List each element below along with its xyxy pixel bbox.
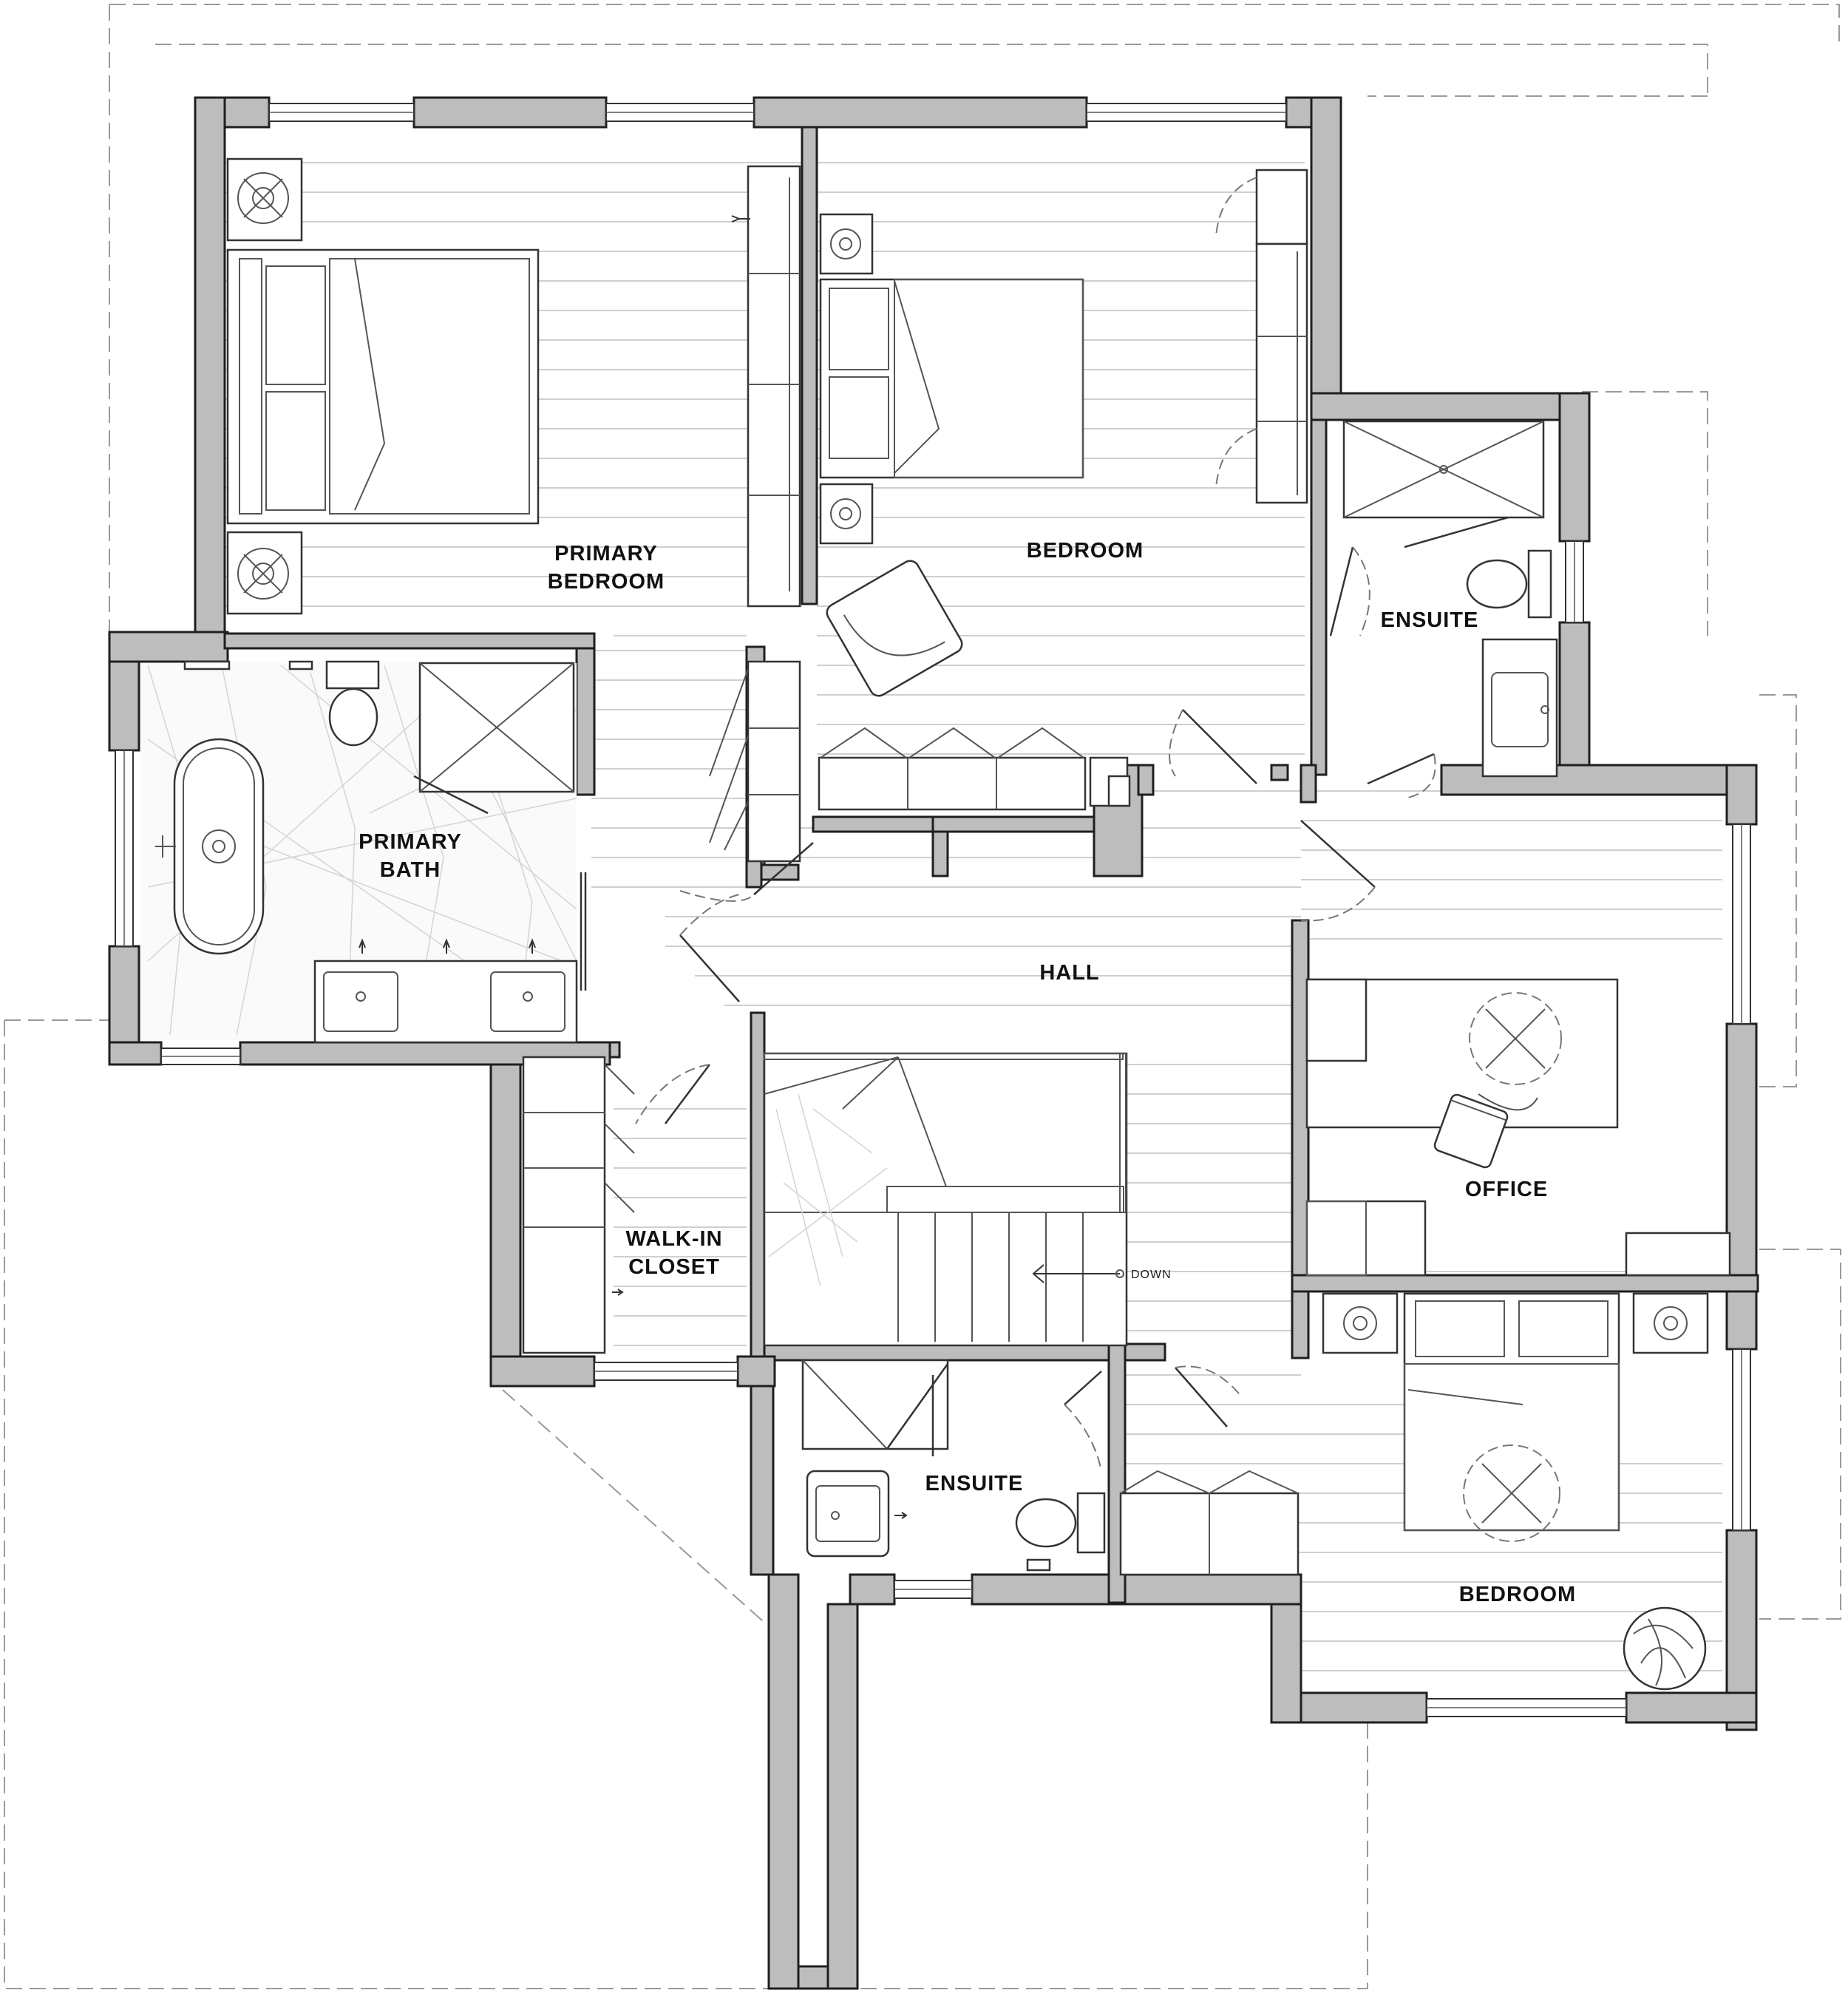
- nightstand: [819, 213, 874, 275]
- room-label-bedroom-south: BEDROOM: [1459, 1583, 1576, 1606]
- room-label-office: OFFICE: [1465, 1178, 1548, 1201]
- walk-in-closet-fixtures: [522, 1056, 635, 1354]
- wall-ensuite-west: [1310, 418, 1328, 776]
- wall-east-bedroom: [1310, 96, 1342, 395]
- room-label-primary-bedroom: PRIMARY: [554, 542, 658, 566]
- room-label-walk-in-closet-2: CLOSET: [628, 1255, 720, 1279]
- cabinet: [1625, 1232, 1731, 1277]
- toilet-tank: [1527, 549, 1552, 619]
- wall-hall-north-1: [812, 815, 948, 833]
- bedroom-south-furniture: [1119, 1292, 1709, 1691]
- wall-east-office-2: [1725, 1022, 1758, 1351]
- wall-north-2: [412, 96, 608, 129]
- pendant-light: [1469, 992, 1562, 1085]
- roof-outline: [4, 4, 1841, 1989]
- room-label-primary-bath-2: BATH: [380, 858, 441, 882]
- stair-direction-label: DOWN: [1131, 1269, 1172, 1281]
- primary-bath-fixtures: [140, 660, 587, 1044]
- room-label-hall: HALL: [1039, 961, 1099, 985]
- bed: [1403, 1292, 1620, 1532]
- room-label-bedroom-north: BEDROOM: [1027, 539, 1144, 563]
- toilet: [1466, 559, 1528, 609]
- wall-south-spine-east: [826, 1603, 859, 1990]
- wall-bath-south-1: [108, 1041, 163, 1066]
- bed: [819, 278, 1084, 479]
- closet-shelving: [522, 1056, 606, 1354]
- vanity: [806, 1470, 890, 1558]
- wall-ensuite-south-west: [849, 1573, 896, 1606]
- ensuite-south-fixtures: [801, 1359, 1106, 1572]
- wall-north-3: [753, 96, 1088, 129]
- wall-ensuite-east-2: [1558, 621, 1591, 772]
- office-furniture: [1305, 978, 1731, 1277]
- pendant-light: [1463, 1444, 1560, 1542]
- office-chair: [1433, 1093, 1509, 1169]
- wardrobe: [1255, 242, 1308, 504]
- wall-ensuite-north: [1310, 392, 1590, 421]
- hall-doors: [635, 709, 1376, 1124]
- nightstand: [1632, 1292, 1709, 1354]
- closet: [747, 165, 801, 608]
- stair-well: [763, 1052, 1128, 1347]
- wall-office-south: [1291, 1274, 1759, 1293]
- bed: [226, 248, 540, 525]
- dresser: [818, 756, 1087, 811]
- wall-closet-west: [489, 1048, 522, 1388]
- wall-stub-a: [1270, 764, 1289, 781]
- windows: [115, 103, 1751, 1717]
- toilet: [328, 687, 378, 747]
- wall-south-spine-west: [767, 1573, 800, 1990]
- room-label-primary-bath: PRIMARY: [359, 830, 462, 854]
- linen-closet: [709, 660, 801, 863]
- bathtub: [173, 738, 265, 955]
- room-label-ensuite-south: ENSUITE: [925, 1472, 1024, 1495]
- wall-ensuite-east-1: [1558, 392, 1591, 543]
- ensuite-east-fixtures: [1329, 420, 1558, 799]
- wall-west-primary-bedroom: [194, 96, 226, 635]
- desk-return: [1305, 978, 1368, 1062]
- nightstand: [819, 483, 874, 545]
- bedroom-north-furniture: [818, 169, 1308, 811]
- wall-office-stub: [1300, 764, 1317, 804]
- wall-bedroom-south-west-stub: [1291, 1290, 1310, 1359]
- armchair: [826, 560, 963, 697]
- room-labels: PRIMARY BEDROOM BEDROOM ENSUITE PRIMARY …: [359, 539, 1576, 1606]
- wall-column-stub: [1137, 764, 1155, 796]
- toilet-tank: [325, 660, 380, 690]
- wall-closet-south-1: [489, 1355, 596, 1388]
- room-label-primary-bedroom-2: BEDROOM: [548, 570, 665, 594]
- wall-stair-south: [750, 1342, 1166, 1362]
- wall-bath-north: [108, 631, 229, 663]
- wall-bath-north-2: [223, 632, 596, 650]
- wall-south-spine-cap: [797, 1965, 829, 1990]
- staircase: DOWN: [763, 1052, 1172, 1347]
- vanity: [1481, 638, 1558, 778]
- toilet: [1015, 1498, 1077, 1548]
- wall-stair-west: [750, 1011, 766, 1362]
- wall-office-west: [1291, 919, 1310, 1277]
- toilet-tank: [1076, 1492, 1106, 1554]
- wall-south-bedroom-2: [1625, 1691, 1758, 1724]
- shelving: [747, 660, 801, 863]
- shower: [801, 1359, 949, 1450]
- wall-divider-bedrooms: [801, 126, 818, 605]
- wardrobe: [1255, 169, 1308, 245]
- primary-bedroom-furniture: [226, 157, 801, 615]
- wall-east-office-1: [1725, 764, 1758, 826]
- nightstand: [1322, 1292, 1399, 1354]
- wall-closet-south-2: [736, 1355, 776, 1388]
- wall-south-bedroom-west: [1270, 1603, 1302, 1724]
- room-label-ensuite-east: ENSUITE: [1381, 608, 1479, 632]
- room-label-walk-in-closet: WALK-IN: [625, 1227, 722, 1251]
- double-vanity: [313, 960, 578, 1044]
- wall-ensuite-south-east: [971, 1573, 1302, 1606]
- wall-bath-east: [575, 645, 596, 796]
